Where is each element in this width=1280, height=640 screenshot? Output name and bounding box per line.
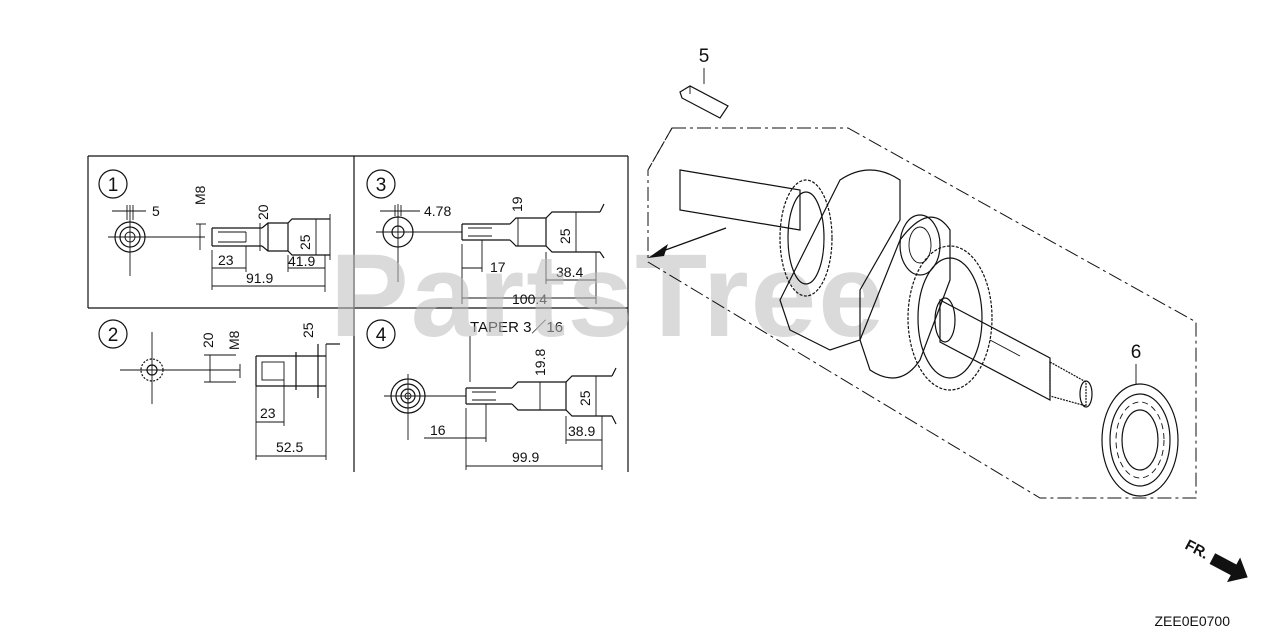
variant-4-dim-19-8: 19.8 — [532, 349, 548, 376]
variant-1-dim-20: 20 — [255, 204, 271, 220]
assembly-boundary — [647, 127, 1197, 499]
variant-3-overall-length: 100.4 — [512, 291, 547, 307]
variant-1-key-width: 5 — [152, 203, 160, 219]
variant-4-taper-note: TAPER 3／16 — [470, 319, 563, 336]
variant-2-overall-length: 52.5 — [276, 439, 303, 455]
variant-3-panel: 3 4.78 19 25 17 38.4 100.4 — [366, 169, 605, 307]
variant-4-dim-38-9: 38.9 — [568, 423, 595, 439]
direction-arrow — [648, 244, 668, 258]
variant-2-dim-25: 25 — [300, 322, 316, 338]
variant-3-dim-19: 19 — [509, 196, 525, 212]
variant-2-number: 2 — [108, 325, 119, 346]
variant-3-dim-25: 25 — [557, 228, 573, 244]
front-indicator: FR. — [1182, 537, 1248, 583]
variant-4-panel: 4 TAPER 3／16 19.8 25 16 38.9 99.9 — [366, 319, 617, 470]
variant-4-overall-length: 99.9 — [512, 449, 539, 465]
variant-3-number: 3 — [376, 175, 387, 196]
variant-2-dim-20: 20 — [200, 332, 216, 348]
variant-4-dim-25: 25 — [577, 390, 593, 406]
crankshaft-assembly: 5 6 — [647, 46, 1197, 499]
callout-6: 6 — [1131, 342, 1142, 363]
variant-4-dim-16: 16 — [430, 422, 446, 438]
variant-2-number-circle — [98, 319, 128, 349]
variant-1-dim-23: 23 — [218, 252, 234, 268]
variant-grid — [87, 155, 629, 472]
output-shaft — [939, 299, 1051, 401]
variant-4-number-circle — [366, 319, 396, 349]
variant-2-panel: 2 20 M8 25 23 52.5 — [98, 319, 340, 460]
variant-2-thread-size: M8 — [226, 330, 242, 350]
woodruff-key — [679, 85, 729, 119]
variant-2-dim-23: 23 — [260, 405, 276, 421]
crankshaft-shaft — [679, 169, 801, 231]
governor-gear — [907, 245, 993, 391]
variant-1-number: 1 — [108, 175, 119, 196]
variant-1-dim-41-9: 41.9 — [288, 253, 315, 269]
drawing-code: ZEE0E0700 — [1155, 613, 1231, 629]
front-label: FR. — [1182, 537, 1211, 563]
variant-3-dim-38-4: 38.4 — [556, 264, 583, 280]
callout-5: 5 — [699, 46, 710, 67]
variant-3-key-width: 4.78 — [424, 203, 451, 219]
variant-3-number-circle — [366, 169, 396, 199]
watermark: PartsTree — [330, 230, 886, 362]
variant-1-panel: 1 5 M8 20 25 23 — [98, 169, 331, 292]
variant-1-number-circle — [98, 169, 128, 199]
variant-1-thread-size: M8 — [192, 185, 208, 205]
variant-4-number: 4 — [376, 325, 387, 346]
ball-bearing — [1101, 383, 1179, 497]
variant-3-dim-17: 17 — [490, 259, 506, 275]
front-arrow-icon — [1209, 553, 1248, 583]
timing-gear — [779, 179, 833, 297]
variant-1-dim-25: 25 — [297, 234, 313, 250]
variant-1-overall-length: 91.9 — [246, 270, 273, 286]
